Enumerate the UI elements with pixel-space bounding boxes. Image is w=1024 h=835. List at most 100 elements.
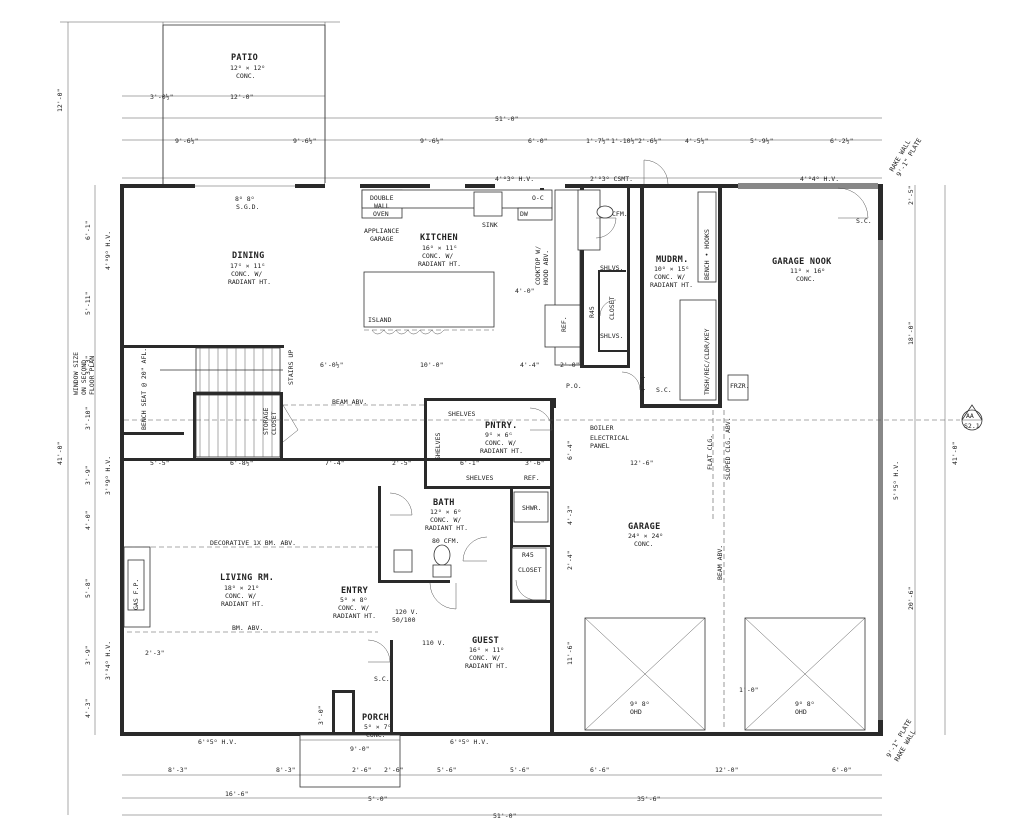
- bath-fixtures: [393, 491, 549, 601]
- room-mudrm-heat: RADIANT HT.: [650, 281, 693, 289]
- section-marker: AA S2.1: [961, 404, 983, 431]
- room-mudrm-size: 10ᴼ × 15ᴳ: [654, 265, 689, 273]
- label-boiler: BOILER: [590, 424, 614, 432]
- window-note-2: ON SECOND: [80, 360, 88, 395]
- room-pantry-name: PNTRY.: [485, 421, 518, 431]
- label-sgd-size: 8ᴼ 8ᴼ: [235, 195, 255, 203]
- room-kitchen-heat: RADIANT HT.: [418, 260, 461, 268]
- label-oven: OVEN: [373, 210, 389, 218]
- room-bath-size: 12ᴼ × 6ᴼ: [430, 508, 461, 516]
- room-living-name: LIVING RM.: [220, 573, 274, 583]
- dim-t10: 6'-2½": [830, 137, 853, 145]
- dim-m7: 7'-4": [325, 459, 345, 467]
- top-dimensions: 3'-0½" 12'-0" 51'-0" 9'-6½" 9'-6½" 9'-6½…: [60, 21, 882, 185]
- window-1: 4'ᴼ3ᴼ H.V.: [495, 175, 534, 183]
- dim-m1: 6'-0½": [320, 361, 343, 369]
- label-flat-clg: FLAT CLG.: [706, 435, 714, 470]
- dim-m15: 6'-4": [566, 440, 574, 460]
- room-guest-finish: CONC. W/: [469, 654, 500, 662]
- label-tnshrec: TNSH/REC/CLDR/KEY: [703, 328, 711, 395]
- label-wall: WALL: [374, 202, 390, 210]
- room-porch-finish: CONC.: [366, 731, 386, 739]
- label-storage: STORAGE: [262, 408, 270, 435]
- room-bath-finish: CONC. W/: [430, 516, 461, 524]
- label-outlet-3: 110 V.: [422, 639, 445, 647]
- label-electrical: ELECTRICAL: [590, 434, 629, 442]
- label-sc-mudrm: S.C.: [656, 386, 672, 394]
- room-dining-finish: CONC. W/: [231, 270, 262, 278]
- room-garage-nook-name: GARAGE NOOK: [772, 257, 832, 267]
- label-sgd: S.G.D.: [236, 203, 259, 211]
- room-garage-nook-finish: CONC.: [796, 275, 816, 283]
- stairs: [160, 347, 283, 458]
- dim-b3: 2'-6": [352, 766, 372, 774]
- label-gas-fp: GAS F.P.: [132, 579, 140, 610]
- label-hood: HOOD ABV.: [542, 250, 550, 285]
- dim-l9: 4'-3": [84, 698, 92, 718]
- dim-m20: 2'-3": [145, 649, 165, 657]
- section-sheet: S2.1: [964, 422, 980, 430]
- dim-m3: 4'-4": [520, 361, 540, 369]
- room-living-size: 18ᴼ × 21ᴼ: [224, 584, 259, 592]
- dim-m24: 4'-4": [639, 372, 647, 392]
- window-2: 6'ᴼ5ᴼ H.V.: [198, 738, 237, 746]
- room-labels: PATIO 12ᴼ × 12ᴼ CONC. DINING 17ᴳ × 11ᴳ C…: [220, 53, 832, 739]
- porch-outline: [299, 734, 401, 788]
- garage-fixtures: [584, 410, 866, 731]
- label-double: DOUBLE: [370, 194, 394, 202]
- dim-m18: 11'-6": [566, 642, 574, 665]
- dim-b8: 12'-0": [715, 766, 738, 774]
- dim-l3: 3'-3": [84, 355, 92, 375]
- room-entry-heat: RADIANT HT.: [333, 612, 376, 620]
- exterior-walls: [120, 183, 883, 736]
- room-entry-name: ENTRY: [341, 586, 369, 596]
- label-pantry-shelves-2: SHELVES: [466, 474, 493, 482]
- label-bath-fan: 80 CFM.: [432, 537, 459, 545]
- room-mudrm-name: MUDRM.: [656, 255, 689, 265]
- fireplace: [123, 546, 151, 628]
- kitchen-fixtures: [361, 189, 614, 366]
- room-garage-finish: CONC.: [634, 540, 654, 548]
- label-freezer: FRZR.: [730, 382, 750, 390]
- label-oc: O-C: [532, 194, 544, 202]
- window-7: 3'ᴼ9ᴼ H.V.: [104, 456, 112, 495]
- label-stairs-up: STAIRS UP: [287, 350, 295, 385]
- dim-b1: 8'-3": [168, 766, 188, 774]
- interior-dimensions: 6'-0½" 10'-0" 4'-4" 2'-0" 5'-5" 6'-8½" 7…: [145, 287, 759, 753]
- room-garage-nook-size: 11ᴼ × 16ᴼ: [790, 267, 825, 275]
- room-pantry-heat: RADIANT HT.: [480, 447, 523, 455]
- dim-t7: 2'-6½": [638, 137, 661, 145]
- room-garage-size: 24ᴼ × 24ᴼ: [628, 532, 663, 540]
- label-storage-closet: CLOSET: [270, 411, 278, 435]
- dim-patio-width: 12'-0": [230, 93, 253, 101]
- dim-b5: 5'-6": [437, 766, 457, 774]
- room-mudrm-finish: CONC. W/: [654, 273, 685, 281]
- label-closet-2: CLOSET: [518, 566, 542, 574]
- label-shower: SHWR.: [522, 504, 542, 512]
- dim-t3: 9'-6½": [420, 137, 443, 145]
- dim-m4: 2'-0": [560, 361, 580, 369]
- label-outlet-1: 120 V.: [395, 608, 418, 616]
- room-guest-heat: RADIANT HT.: [465, 662, 508, 670]
- dim-m21: 3'-0": [317, 705, 325, 725]
- patio-outline: [162, 24, 326, 186]
- dim-m6: 6'-8½": [230, 459, 253, 467]
- dim-b7: 6'-6": [590, 766, 610, 774]
- label-shelves-2: SHLVS.: [600, 332, 623, 340]
- door-swings: [282, 159, 869, 663]
- label-island: ISLAND: [368, 316, 392, 324]
- dim-r3: 20'-6": [907, 587, 915, 610]
- label-panel: PANEL: [590, 442, 610, 450]
- fixture-labels: 8ᴼ 8ᴼ S.G.D. DOUBLE WALL OVEN APPLIANCE …: [132, 137, 923, 763]
- label-r45-1: R45: [588, 306, 596, 318]
- room-guest-name: GUEST: [472, 636, 499, 646]
- label-shelves-1: SHLVS.: [600, 264, 623, 272]
- label-outlet-2: 50/100: [392, 616, 416, 624]
- dim-t1: 9'-6½": [175, 137, 198, 145]
- window-9: 3'ᴼ4ᴼ H.V.: [104, 641, 112, 680]
- dim-b4: 2'-6": [384, 766, 404, 774]
- dim-r1: 2'-5": [907, 185, 915, 205]
- label-bench-hooks: BENCH • HOOKS: [703, 229, 711, 280]
- dim-bb2: 5'-0": [368, 795, 388, 803]
- window-6: 4'ᴼ9ᴼ H.V.: [104, 231, 112, 270]
